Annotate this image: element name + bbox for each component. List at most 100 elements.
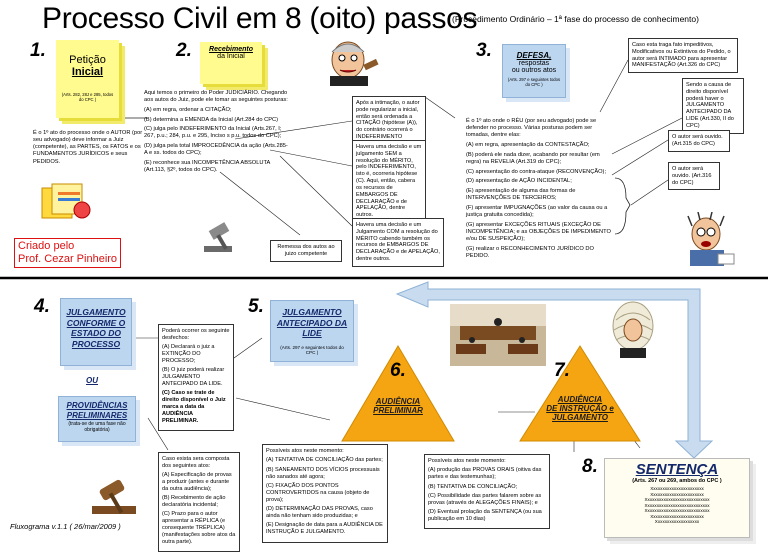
step7-title: AUDIÊNCIA DE INSTRUÇÃO e JULGAMENTO (540, 395, 620, 422)
step4-outcome-b: (B) O juiz poderá realizar JULGAMENTO AN… (162, 367, 225, 387)
credit-line2: Prof. Cezar Pinheiro (18, 253, 118, 266)
gavel-icon-2 (92, 479, 136, 514)
step3-item-a: (A) em regra, apresentação da CONTESTAÇÃ… (466, 141, 590, 148)
step6-item-a: (A) TENTATIVA DE CONCILIAÇÃO das partes; (266, 457, 383, 464)
step3-title-line1: DEFESA, (516, 51, 552, 60)
step3-note: DEFESA, respostas ou outros atos (Arts. … (502, 44, 566, 98)
step5-ref: (Arts. 297 e seguintes todos do CPC ) (280, 344, 344, 355)
step8-note: SENTENÇA (Arts. 267 ou 269, ambos do CPC… (604, 458, 750, 538)
step4-prelim-note-text: (trata-se de uma fase não obrigatória) (68, 421, 126, 434)
step1-number: 1. (30, 40, 46, 61)
step4-or: OU (86, 376, 98, 385)
step2-title-line2: da Inicial (217, 53, 245, 60)
step8-lines: Xxxxxxxxxxxxxxxxxxxxxxx Xxxxxxxxxxxxxxxx… (605, 486, 749, 525)
page-title: Processo Civil em 8 (oito) passos (42, 2, 478, 35)
step4-box-outcomes: Poderá ocorrer os seguinte desfechos: (A… (158, 324, 234, 431)
step6-intro: Possíveis atos neste momento: (266, 448, 344, 454)
credit-line1: Criado pelo (18, 240, 75, 252)
step1-title-line1: Petição (69, 54, 106, 66)
step3-box-manifestacao: Caso esta traga fato impeditivos, Modifi… (628, 38, 738, 74)
step3-title-line2: respostas (518, 60, 550, 67)
step3-item-h: (G) realizar o RECONHECIMENTO JURÍDICO D… (466, 245, 594, 259)
step7-item-a: (A) produção das PROVAS ORAIS (oitiva da… (428, 467, 542, 481)
step3-item-e: (E) apresentação de alguma das formas de… (466, 187, 576, 202)
step2-box-remit: Remessa dos autos ao juizo competente (270, 240, 342, 262)
step8-title: SENTENÇA (635, 461, 719, 478)
step3-item-g: (G) apresentar EXCEÇÕES RITUAIS (EXCEÇÃO… (466, 221, 611, 242)
page-subtitle: (Procedimento Ordinário – 1ª fase do pro… (452, 14, 699, 24)
step4-number: 4. (34, 296, 50, 317)
step4-title: JULGAMENTO CONFORME O ESTADO DO PROCESSO (66, 307, 126, 349)
step1-title-line2: Inicial (71, 66, 104, 78)
step4-prelim-intro: Caso exista sera composta dos seguintes … (162, 456, 230, 469)
step6-item-b: (B) SANEAMENTO DOS VÍCIOS processuais nã… (266, 466, 380, 480)
step6-item-e: (E) Designação de data para a AUDIÊNCIA … (266, 522, 383, 536)
judge-wig-icon (612, 301, 654, 358)
step7-number: 7. (554, 360, 570, 381)
step3-item-b: (B) poderá ele nada dizer, acabando por … (466, 151, 600, 165)
step4-prelim-note: PROVIDÊNCIAS PRELIMINARES (trata-se de u… (58, 396, 136, 442)
step4-outcome-intro: Poderá ocorrer os seguinte desfechos: (162, 328, 230, 341)
step5-number: 5. (248, 296, 264, 317)
step7-box-acts: Possíveis atos neste momento: (A) produç… (424, 454, 550, 530)
step4-prelim-title: PROVIDÊNCIAS PRELIMINARES (66, 401, 128, 420)
step6-number: 6. (390, 360, 406, 381)
step5-note: JULGAMENTO ANTECIPADO DA LIDE (Arts. 297… (270, 300, 354, 362)
step8-ref: (Arts. 267 ou 269, ambos do CPC ) (632, 478, 722, 484)
step4-prelim-b: (B) Recebimento de ação declaratória inc… (162, 495, 226, 509)
step4-prelim-a: (A) Especificação de provas a produzir (… (162, 472, 232, 492)
step2-item-b: (B) determina a EMENDA da Inicial (Art.2… (144, 116, 279, 123)
step7-title-line1: AUDIÊNCIA (557, 395, 603, 404)
step7-item-c: (C) Possibilidade das partes falarem sob… (428, 493, 542, 506)
footer-version: Fluxograma v.1.1 ( 26/mar/2009 ) (10, 522, 121, 531)
step1-description: É o 1º ato do processo onde o AUTOR (por… (33, 130, 143, 165)
step1-ref: (Arts. 282, 28J e 285, todos do CPC ) (61, 92, 114, 102)
step3-number: 3. (476, 40, 492, 61)
step7-title-line2: DE INSTRUÇÃO e (546, 403, 614, 413)
step4-box-prelim: Caso exista sera composta dos seguintes … (158, 452, 240, 552)
step3-title-line3: ou outros atos (511, 67, 557, 74)
credit-box: Criado pelo Prof. Cezar Pinheiro (14, 238, 122, 269)
step7-item-b: (B) TENTATIVA DE CONCILIAÇÃO; (428, 483, 518, 490)
step3-item-c: (C) apresentação do contra-ataque (RECON… (466, 168, 607, 175)
step5-title: JULGAMENTO ANTECIPADO DA LIDE (276, 307, 348, 339)
step2-box-without-merit: Havera uma decisão e um julgamento SEM a… (352, 140, 426, 223)
step2-note: Recebimento da Inicial (200, 42, 262, 84)
step2-item-a: (A) em regra, ordenar a CITAÇÃO; (144, 106, 232, 113)
step2-intro: Aqui temos o primeiro do Poder JUDICIÁRI… (144, 90, 288, 104)
step2-item-c: (C) julga pelo INDEFERIMENTO da Inicial … (144, 126, 282, 140)
step7-item-d: (D) Eventual prolação da SENTENÇA (ou su… (428, 509, 542, 523)
step7-intro: Possíveis atos neste momento: (428, 458, 506, 464)
step3-intro: É o 1º ato onde o RÉU (por seu advogado)… (466, 118, 597, 139)
step7-title-line3: JULGAMENTO (552, 412, 608, 422)
step4-note: JULGAMENTO CONFORME O ESTADO DO PROCESSO (60, 298, 132, 366)
step3-item-d: (D) apresentação de AÇÃO INCIDENTAL; (466, 178, 572, 185)
step2-number: 2. (176, 40, 192, 61)
flow-arrow-down (395, 281, 714, 459)
step8-line: Xxxxxxxxxxxxxxxxxxxxxxx (650, 491, 704, 497)
step8-line: Xxxxxxxxxxxxxxxxxxxxxxxxxxxx (644, 497, 710, 502)
gavel-icon (204, 222, 232, 252)
step6-item-c: (C) FIXAÇÃO DOS PONTOS CONTROVERTIDOS na… (266, 483, 370, 503)
step1-note: Petição Inicial (Arts. 282, 28J e 285, t… (56, 40, 119, 118)
step6-title: AUDIÊNCIA PRELIMINAR (362, 397, 434, 416)
step6-title-line2: PRELIMINAR (373, 405, 423, 415)
step3-box-heard2: O autor será ouvido. (Art.316 do CPC) (668, 162, 720, 191)
step3-box-heard: O autor será ouvido. (Art.315 do CPC) (668, 130, 730, 152)
papers-icon (41, 183, 91, 219)
step8-line: Xxxxxxxxxxxxxxxxxxxxxxx (650, 513, 704, 519)
step6-title-line1: AUDIÊNCIA (375, 397, 421, 406)
step8-number: 8. (582, 456, 598, 477)
step6-box-acts: Possíveis atos neste momento: (A) TENTAT… (262, 444, 388, 543)
step3-item-f: (F) apresentar IMPUGNAÇÕES (ao valor da … (466, 204, 608, 218)
step6-item-d: (D) DETERMINAÇÃO DAS PROVAS, caso ainda … (266, 506, 373, 519)
step2-item-e: (E) reconhece sua INCOMPETÊNCIA ABSOLUTA… (144, 159, 271, 174)
step2-item-d: (D) julga pela total IMPROCEDÊNCIA da aç… (144, 143, 288, 157)
step4-prelim-c: (C) Prazo para o autor apresentar a RÉPL… (162, 511, 236, 545)
step3-content: É o 1º ato onde o RÉU (por seu advogado)… (466, 118, 614, 262)
triangle-step6 (341, 345, 455, 442)
step4-outcome-c: (C) Caso se trate de direito disponível … (162, 390, 226, 424)
step3-ref: (Arts. 297 e seguintes todos do CPC ) (507, 77, 561, 87)
step8-line: Xxxxxxxxxxxxxxxxxxxxxxxxxxxx (644, 502, 710, 508)
step2-content: Aqui temos o primeiro do Poder JUDICIÁRI… (144, 90, 290, 177)
